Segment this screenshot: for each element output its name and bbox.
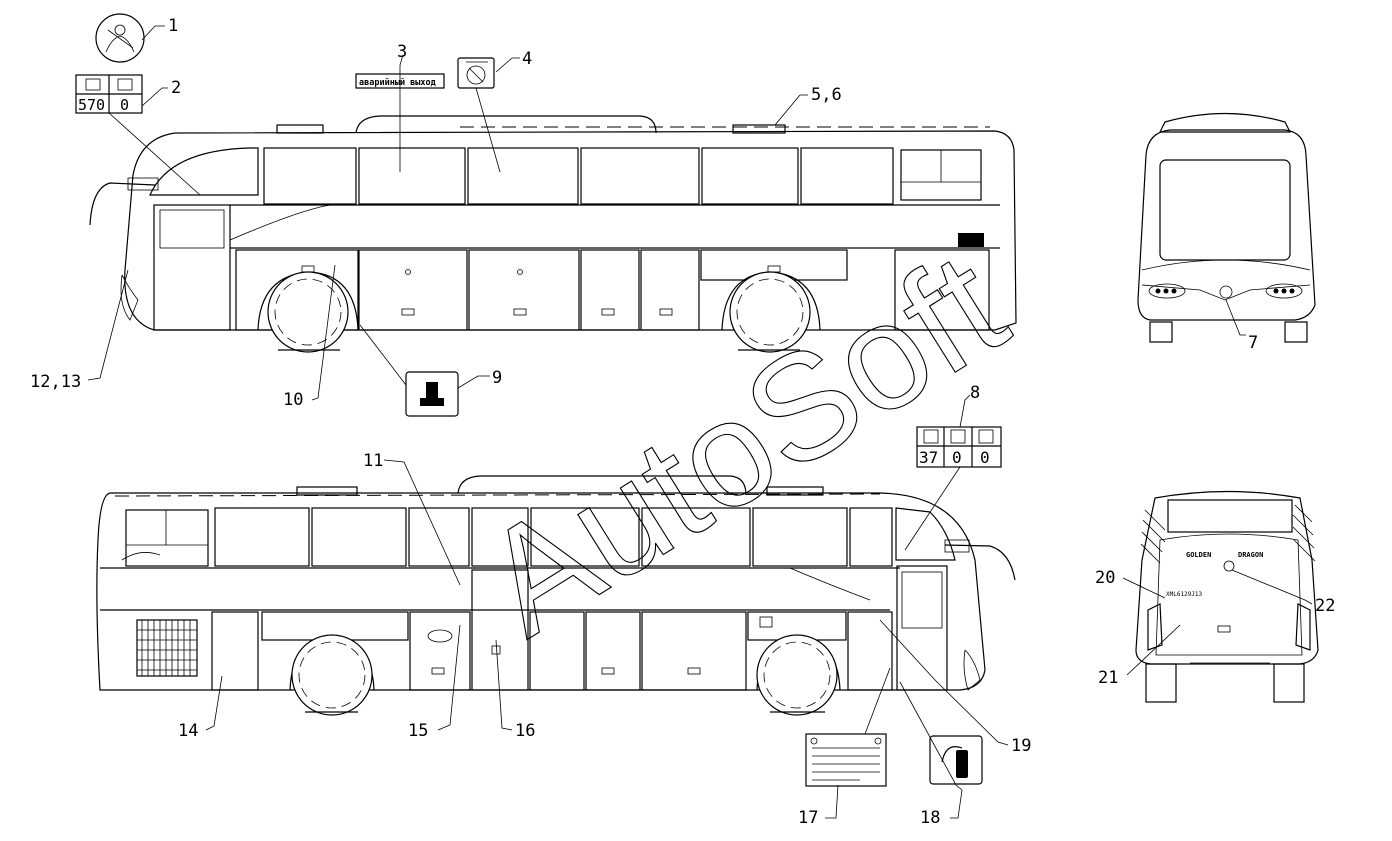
callout-2: 2 [171, 78, 181, 98]
callout-8: 8 [970, 383, 980, 403]
callout-18: 18 [920, 808, 940, 828]
callout-20: 20 [1095, 568, 1115, 588]
callout-17: 17 [798, 808, 818, 828]
rear-corner-hatch-right [1292, 504, 1316, 562]
callouts: 1 2 3 4 5,6 7 8 9 10 11 12,13 14 15 16 1… [30, 16, 1335, 828]
seated-icon [85, 78, 101, 91]
callout-19: 19 [1011, 736, 1031, 756]
label-8-value-3: 0 [980, 448, 990, 467]
passenger-capacity-label: 570 0 [75, 74, 143, 114]
stroller-icon [950, 429, 966, 444]
callout-16: 16 [515, 721, 535, 741]
vehicle-id-plate-icon [805, 733, 887, 787]
callout-7: 7 [1248, 333, 1258, 353]
callout-12-13: 12,13 [30, 372, 81, 392]
wheelchair-icon [978, 429, 994, 444]
rear-model-text: XML6129J13 [1166, 591, 1203, 598]
callout-5-6: 5,6 [811, 85, 842, 105]
standing-icon [117, 78, 133, 91]
bus-rear-view: GOLDEN DRAGON XML6129J13 [1135, 490, 1319, 703]
label-8-value-2: 0 [952, 448, 962, 467]
jack-point-sign-icon [405, 371, 459, 417]
rear-corner-hatch-left [1140, 509, 1166, 564]
rear-brand-left: GOLDEN [1186, 551, 1211, 559]
callout-22: 22 [1315, 596, 1335, 616]
bus-side-view-top [89, 115, 1017, 353]
label-2-value-a: 570 [78, 96, 105, 114]
front-headlamps [1148, 283, 1303, 299]
label-2-value-b: 0 [120, 96, 129, 114]
callout-11: 11 [363, 451, 383, 471]
accessibility-capacity-label: 37 0 0 [916, 426, 1002, 468]
leader-lines [87, 25, 1313, 819]
label-8-value-1: 37 [919, 448, 938, 467]
no-smoking-sign-icon [457, 57, 495, 89]
callout-15: 15 [408, 721, 428, 741]
rear-brand-right: DRAGON [1238, 551, 1263, 559]
callout-3: 3 [397, 42, 407, 62]
callout-14: 14 [178, 721, 198, 741]
engine-grille-hatch [137, 620, 197, 676]
callout-1: 1 [168, 16, 178, 36]
bus-side-view-bottom [96, 475, 1016, 716]
emergency-exit-text: аварийный выход [359, 78, 436, 88]
callout-10: 10 [283, 390, 303, 410]
bus-front-view [1137, 112, 1316, 343]
callout-9: 9 [492, 368, 502, 388]
callout-4: 4 [522, 49, 532, 69]
rear-emblem-icon [1223, 560, 1235, 572]
seatbelt-sign-icon [95, 13, 145, 63]
callout-21: 21 [1098, 668, 1118, 688]
seat-icon [923, 429, 939, 444]
fire-extinguisher-sign-icon [929, 735, 983, 785]
